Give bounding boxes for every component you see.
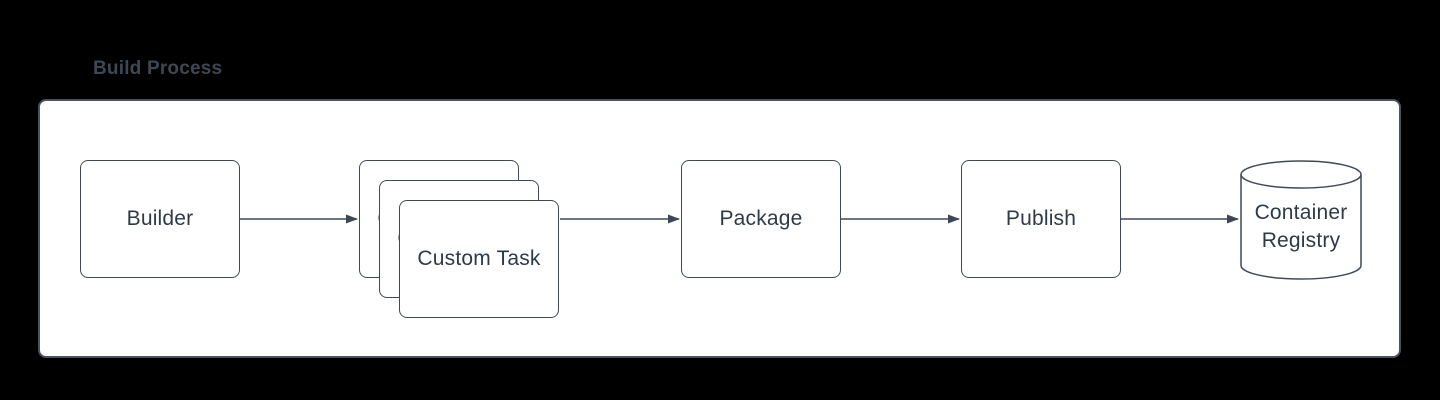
node-container-registry-label: Container Registry — [1254, 201, 1348, 252]
node-publish-label: Publish — [1005, 207, 1077, 230]
node-builder-label: Builder — [126, 207, 194, 230]
diagram-canvas: Builder Custom Task Custom Task Custom T… — [40, 101, 1399, 356]
node-container-registry[interactable]: Container Registry — [1240, 160, 1362, 280]
cylinder-shape-icon — [1240, 160, 1362, 280]
node-publish[interactable]: Publish — [961, 160, 1121, 278]
node-custom-task-label: Custom Task — [417, 247, 541, 270]
node-package[interactable]: Package — [681, 160, 841, 278]
node-custom-task[interactable]: Custom Task — [399, 200, 559, 318]
diagram-container: Builder Custom Task Custom Task Custom T… — [38, 99, 1401, 358]
node-package-label: Package — [719, 207, 803, 230]
node-builder[interactable]: Builder — [80, 160, 240, 278]
page-title: Build Process — [93, 58, 223, 79]
